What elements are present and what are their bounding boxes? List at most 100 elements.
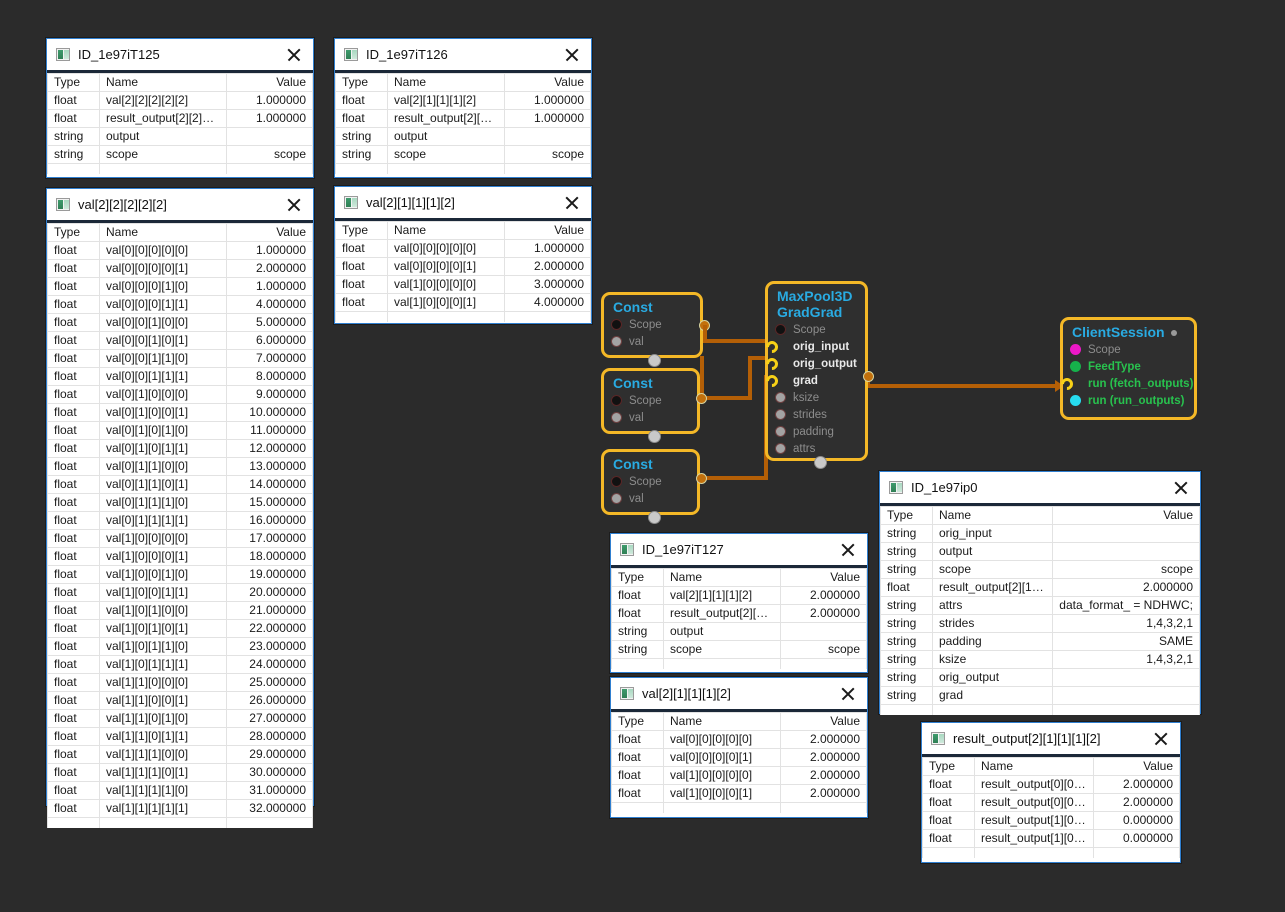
port-const1-val[interactable]: val	[604, 333, 700, 350]
port-clientsession-run-fetch-outputs[interactable]: run (fetch_outputs)	[1058, 375, 1194, 393]
node-maxpool-bottom-knob[interactable]	[814, 456, 827, 469]
titlebar[interactable]: val[2][1][1][1][2]	[611, 678, 867, 712]
port-maxpool-orig-input[interactable]: orig_input	[763, 338, 865, 356]
node-const-3[interactable]: Const Scope val	[601, 449, 700, 524]
panel-val-2-2-2-2-2[interactable]: val[2][2][2][2][2] Type Name Value float…	[46, 188, 314, 828]
port-maxpool-grad[interactable]: grad	[763, 372, 865, 390]
titlebar[interactable]: ID_1e97ip0	[880, 472, 1200, 506]
port-const2-scope[interactable]: Scope	[604, 392, 697, 409]
node-const-2[interactable]: Const Scope val	[601, 368, 700, 443]
node-const-3-output-dot[interactable]	[696, 473, 707, 484]
port-const3-scope[interactable]: Scope	[604, 473, 697, 490]
titlebar[interactable]: ID_1e97iT127	[611, 534, 867, 568]
port-const3-val[interactable]: val	[604, 490, 697, 507]
node-const-1[interactable]: Const Scope val	[601, 292, 703, 367]
node-const-1-bottom-knob[interactable]	[648, 354, 661, 367]
titlebar[interactable]: ID_1e97iT125	[47, 39, 313, 73]
port-maxpool-orig-output[interactable]: orig_output	[763, 355, 865, 373]
titlebar[interactable]: result_output[2][1][1][1][2]	[922, 723, 1180, 757]
panel-val-2-1-1-1-2-top[interactable]: val[2][1][1][1][2] Type Name Value float…	[334, 186, 592, 324]
port-clientsession-run-run-outputs[interactable]: run (run_outputs)	[1063, 392, 1194, 409]
titlebar[interactable]: ID_1e97iT126	[335, 39, 591, 73]
close-icon[interactable]	[559, 42, 585, 68]
port-const2-val[interactable]: val	[604, 409, 697, 426]
port-clientsession-feedtype[interactable]: FeedType	[1063, 358, 1194, 375]
node-clientsession[interactable]: ClientSession Scope FeedType run (fetch_…	[1058, 317, 1197, 420]
close-icon[interactable]	[281, 42, 307, 68]
port-clientsession-scope[interactable]: Scope	[1063, 341, 1194, 358]
close-icon[interactable]	[835, 681, 861, 707]
node-const-2-output-dot[interactable]	[696, 393, 707, 404]
close-icon[interactable]	[1168, 475, 1194, 501]
panel-result-output[interactable]: result_output[2][1][1][1][2] Type Name V…	[921, 722, 1181, 863]
close-icon[interactable]	[835, 537, 861, 563]
port-maxpool-attrs[interactable]: attrs	[768, 440, 865, 457]
node-maxpool-output-dot[interactable]	[863, 371, 874, 382]
node-maxpool3dgradgrad[interactable]: MaxPool3D GradGrad Scope orig_input orig…	[763, 281, 868, 469]
port-maxpool-scope[interactable]: Scope	[768, 321, 865, 338]
port-maxpool-padding[interactable]: padding	[768, 423, 865, 440]
titlebar[interactable]: val[2][1][1][1][2]	[335, 187, 591, 221]
node-const-2-bottom-knob[interactable]	[648, 430, 661, 443]
port-maxpool-ksize[interactable]: ksize	[768, 389, 865, 406]
titlebar[interactable]: val[2][2][2][2][2]	[47, 189, 313, 223]
panel-val-2-1-1-1-2-bottom[interactable]: val[2][1][1][1][2] Type Name Value float…	[610, 677, 868, 818]
